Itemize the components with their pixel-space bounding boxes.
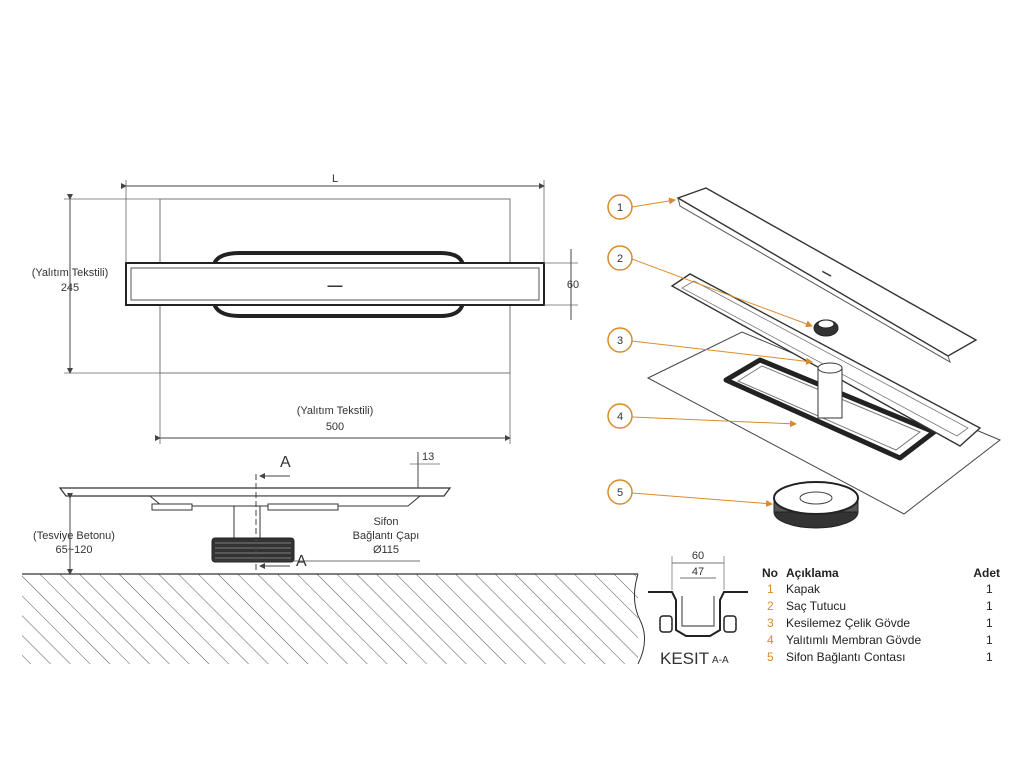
siphon-value: Ø115	[373, 544, 399, 556]
svg-text:1: 1	[986, 633, 993, 647]
concrete-right-edge	[634, 573, 645, 665]
table-row: 4 Yalıtımlı Membran Gövde 1	[767, 633, 993, 647]
svg-text:4: 4	[617, 411, 623, 423]
dim-60-value: 60	[567, 279, 579, 291]
side-body	[148, 495, 422, 507]
leveling-value: 65~120	[55, 544, 92, 556]
exploded-membrane-body-inner	[736, 365, 921, 451]
siphon-label-1: Sifon	[373, 516, 398, 528]
section-dim-60: 60	[692, 550, 704, 562]
exploded-siphon-pipe-top	[817, 362, 843, 374]
table-header-desc: Açıklama	[786, 566, 839, 580]
concrete-slab	[22, 574, 638, 664]
dim-500-value: 500	[326, 421, 344, 433]
side-right-foot	[267, 503, 339, 511]
callout-3: 3	[607, 327, 813, 365]
section-foot-left	[659, 615, 673, 633]
section-foot-right	[723, 615, 737, 633]
section-a-a: 60 47 KESIT A-A	[648, 550, 748, 668]
section-title: KESIT	[660, 649, 709, 668]
siphon-seal-ribs	[215, 542, 291, 559]
svg-text:2: 2	[617, 253, 623, 265]
callout-5: 5	[607, 479, 773, 508]
exploded-steel-body-inner	[681, 280, 969, 437]
dim-245-value: 245	[61, 282, 79, 294]
section-profile	[648, 591, 748, 637]
svg-text:3: 3	[767, 616, 774, 630]
table-row: 3 Kesilemez Çelik Gövde 1	[767, 616, 993, 630]
section-inner	[681, 596, 715, 627]
dim-l-label: L	[332, 173, 338, 185]
side-membrane	[58, 487, 452, 497]
svg-text:5: 5	[617, 487, 623, 499]
drain-cover-inner	[130, 267, 540, 301]
table-row: 2 Saç Tutucu 1	[767, 599, 993, 613]
svg-text:5: 5	[767, 650, 774, 664]
svg-text:1: 1	[986, 599, 993, 613]
exploded-cover	[676, 187, 978, 357]
callout-4: 4	[607, 403, 797, 429]
svg-text:Sifon Bağlantı Contası: Sifon Bağlantı Contası	[786, 650, 905, 664]
drain-cover	[125, 262, 545, 306]
svg-text:1: 1	[767, 582, 774, 596]
callout-1: 1	[607, 194, 676, 220]
exploded-view: ▬▬ 1 2 3 4 5	[607, 187, 1001, 529]
svg-text:1: 1	[986, 582, 993, 596]
exploded-seal-hole	[799, 491, 833, 505]
section-dim-47: 47	[692, 566, 704, 578]
svg-text:1: 1	[986, 616, 993, 630]
table-row: 1 Kapak 1	[767, 582, 993, 596]
svg-text:1: 1	[986, 650, 993, 664]
exploded-hair-holder-top	[817, 319, 835, 329]
exploded-cover-edge	[677, 197, 951, 364]
leveling-label: (Tesviye Betonu)	[33, 530, 115, 542]
table-header-qty: Adet	[973, 566, 1000, 580]
side-view: A A 13 (Tesviye Betonu) 65~120 Sifon Bağ…	[22, 451, 645, 665]
svg-text:Kesilemez Çelik Gövde: Kesilemez Çelik Gövde	[786, 616, 910, 630]
svg-text:Saç Tutucu: Saç Tutucu	[786, 599, 846, 613]
table-header-no: No	[762, 566, 778, 580]
table-row: 5 Sifon Bağlantı Contası 1	[767, 650, 993, 664]
svg-text:Yalıtımlı Membran Gövde: Yalıtımlı Membran Gövde	[786, 633, 921, 647]
top-view: ▬▬▬ L (Yalıtım Tekstili) 245 60 (Yalıtım…	[32, 173, 579, 444]
section-subtitle: A-A	[712, 655, 729, 666]
parts-table: No Açıklama Adet 1 Kapak 1 2 Saç Tutucu …	[762, 566, 1000, 664]
dim-500-label: (Yalıtım Tekstili)	[297, 405, 374, 417]
svg-text:3: 3	[617, 335, 623, 347]
svg-text:1: 1	[617, 202, 623, 214]
section-marker-top: A	[280, 454, 291, 471]
siphon-seal	[211, 537, 295, 563]
svg-text:2: 2	[767, 599, 774, 613]
exploded-siphon-pipe	[817, 367, 843, 419]
cover-logo: ▬▬▬	[328, 283, 343, 289]
callout-2: 2	[607, 245, 813, 328]
exploded-cover-logo: ▬▬	[821, 269, 833, 279]
svg-text:4: 4	[767, 633, 774, 647]
siphon-label-2: Bağlantı Çapı	[353, 530, 420, 542]
side-left-foot	[151, 503, 193, 511]
section-marker-bottom: A	[296, 553, 307, 570]
dim-245-label: (Yalıtım Tekstili)	[32, 267, 109, 279]
dim-13-value: 13	[422, 451, 434, 463]
svg-text:Kapak: Kapak	[786, 582, 821, 596]
